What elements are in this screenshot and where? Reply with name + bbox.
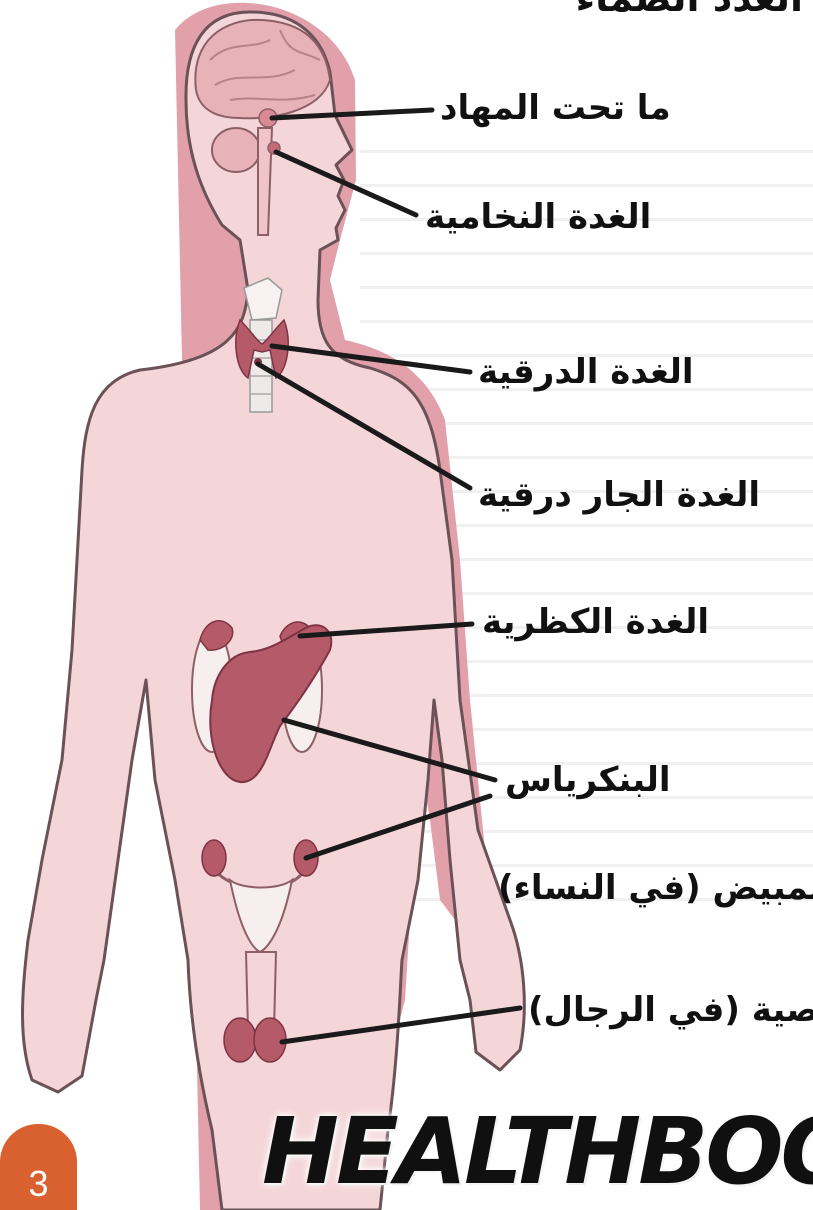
slide-number: 3 bbox=[0, 1163, 77, 1205]
left-testis bbox=[224, 1018, 256, 1062]
label-hypothalamus: ما تحت المهاد bbox=[440, 88, 671, 128]
label-thyroid: الغدة الدرقية bbox=[478, 352, 694, 392]
label-adrenal: الغدة الكظرية bbox=[482, 602, 709, 642]
label-pituitary: الغدة النخامية bbox=[425, 197, 651, 237]
label-pancreas: البنكرياس bbox=[505, 760, 671, 800]
healthbook-watermark: HEALTHBOOK. bbox=[262, 1098, 813, 1205]
label-ovary: المبيض (في النساء) bbox=[498, 868, 813, 908]
cerebellum bbox=[212, 128, 260, 172]
left-ovary bbox=[202, 840, 226, 876]
label-testis: الخصية (في الرجال) bbox=[528, 990, 813, 1030]
diagram-title: الغدد الصماء bbox=[576, 0, 803, 20]
label-parathyroid: الغدة الجار درقية bbox=[478, 475, 760, 515]
